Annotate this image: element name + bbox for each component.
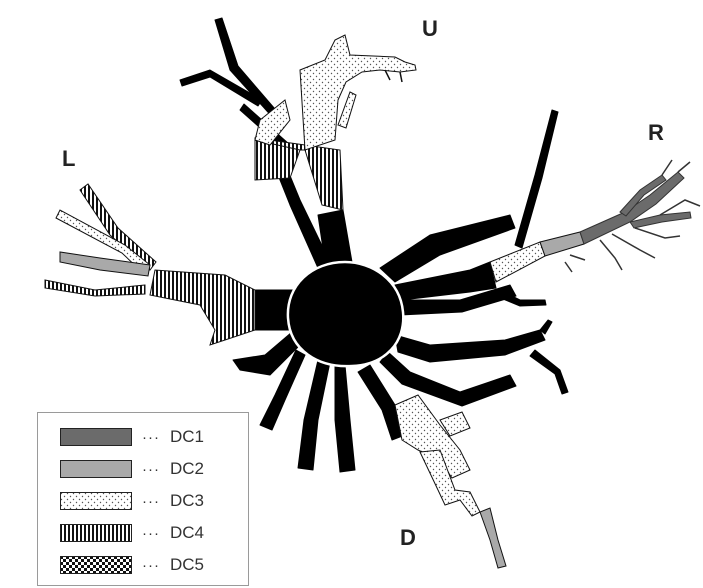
legend-item: ··· DC5 xyxy=(60,555,204,575)
legend-swatch-dc3 xyxy=(60,492,132,510)
legend-separator: ··· xyxy=(142,429,160,446)
legend-separator: ··· xyxy=(142,557,160,574)
legend-item: ··· DC1 xyxy=(60,427,204,447)
legend-swatch-dc2 xyxy=(60,460,132,478)
legend-separator: ··· xyxy=(142,461,160,478)
legend: ··· DC1 ··· DC2 ··· DC3 ··· DC4 xyxy=(37,412,249,586)
legend-swatch-dc4 xyxy=(60,524,132,542)
soma xyxy=(288,262,403,366)
legend-separator: ··· xyxy=(142,525,160,542)
dc1-segments xyxy=(580,172,691,244)
legend-separator: ··· xyxy=(142,493,160,510)
legend-item: ··· DC3 xyxy=(60,491,204,511)
legend-swatch-dc5 xyxy=(60,556,132,574)
legend-item: ··· DC4 xyxy=(60,523,204,543)
legend-label: DC3 xyxy=(170,491,204,511)
legend-label: DC1 xyxy=(170,427,204,447)
direction-label-down: D xyxy=(400,525,416,551)
legend-swatch-dc1 xyxy=(60,428,132,446)
legend-item: ··· DC2 xyxy=(60,459,204,479)
direction-label-up: U xyxy=(422,16,438,42)
legend-label: DC2 xyxy=(170,459,204,479)
legend-label: DC4 xyxy=(170,523,204,543)
direction-label-left: L xyxy=(62,146,75,172)
legend-label: DC5 xyxy=(170,555,204,575)
direction-label-right: R xyxy=(648,120,664,146)
